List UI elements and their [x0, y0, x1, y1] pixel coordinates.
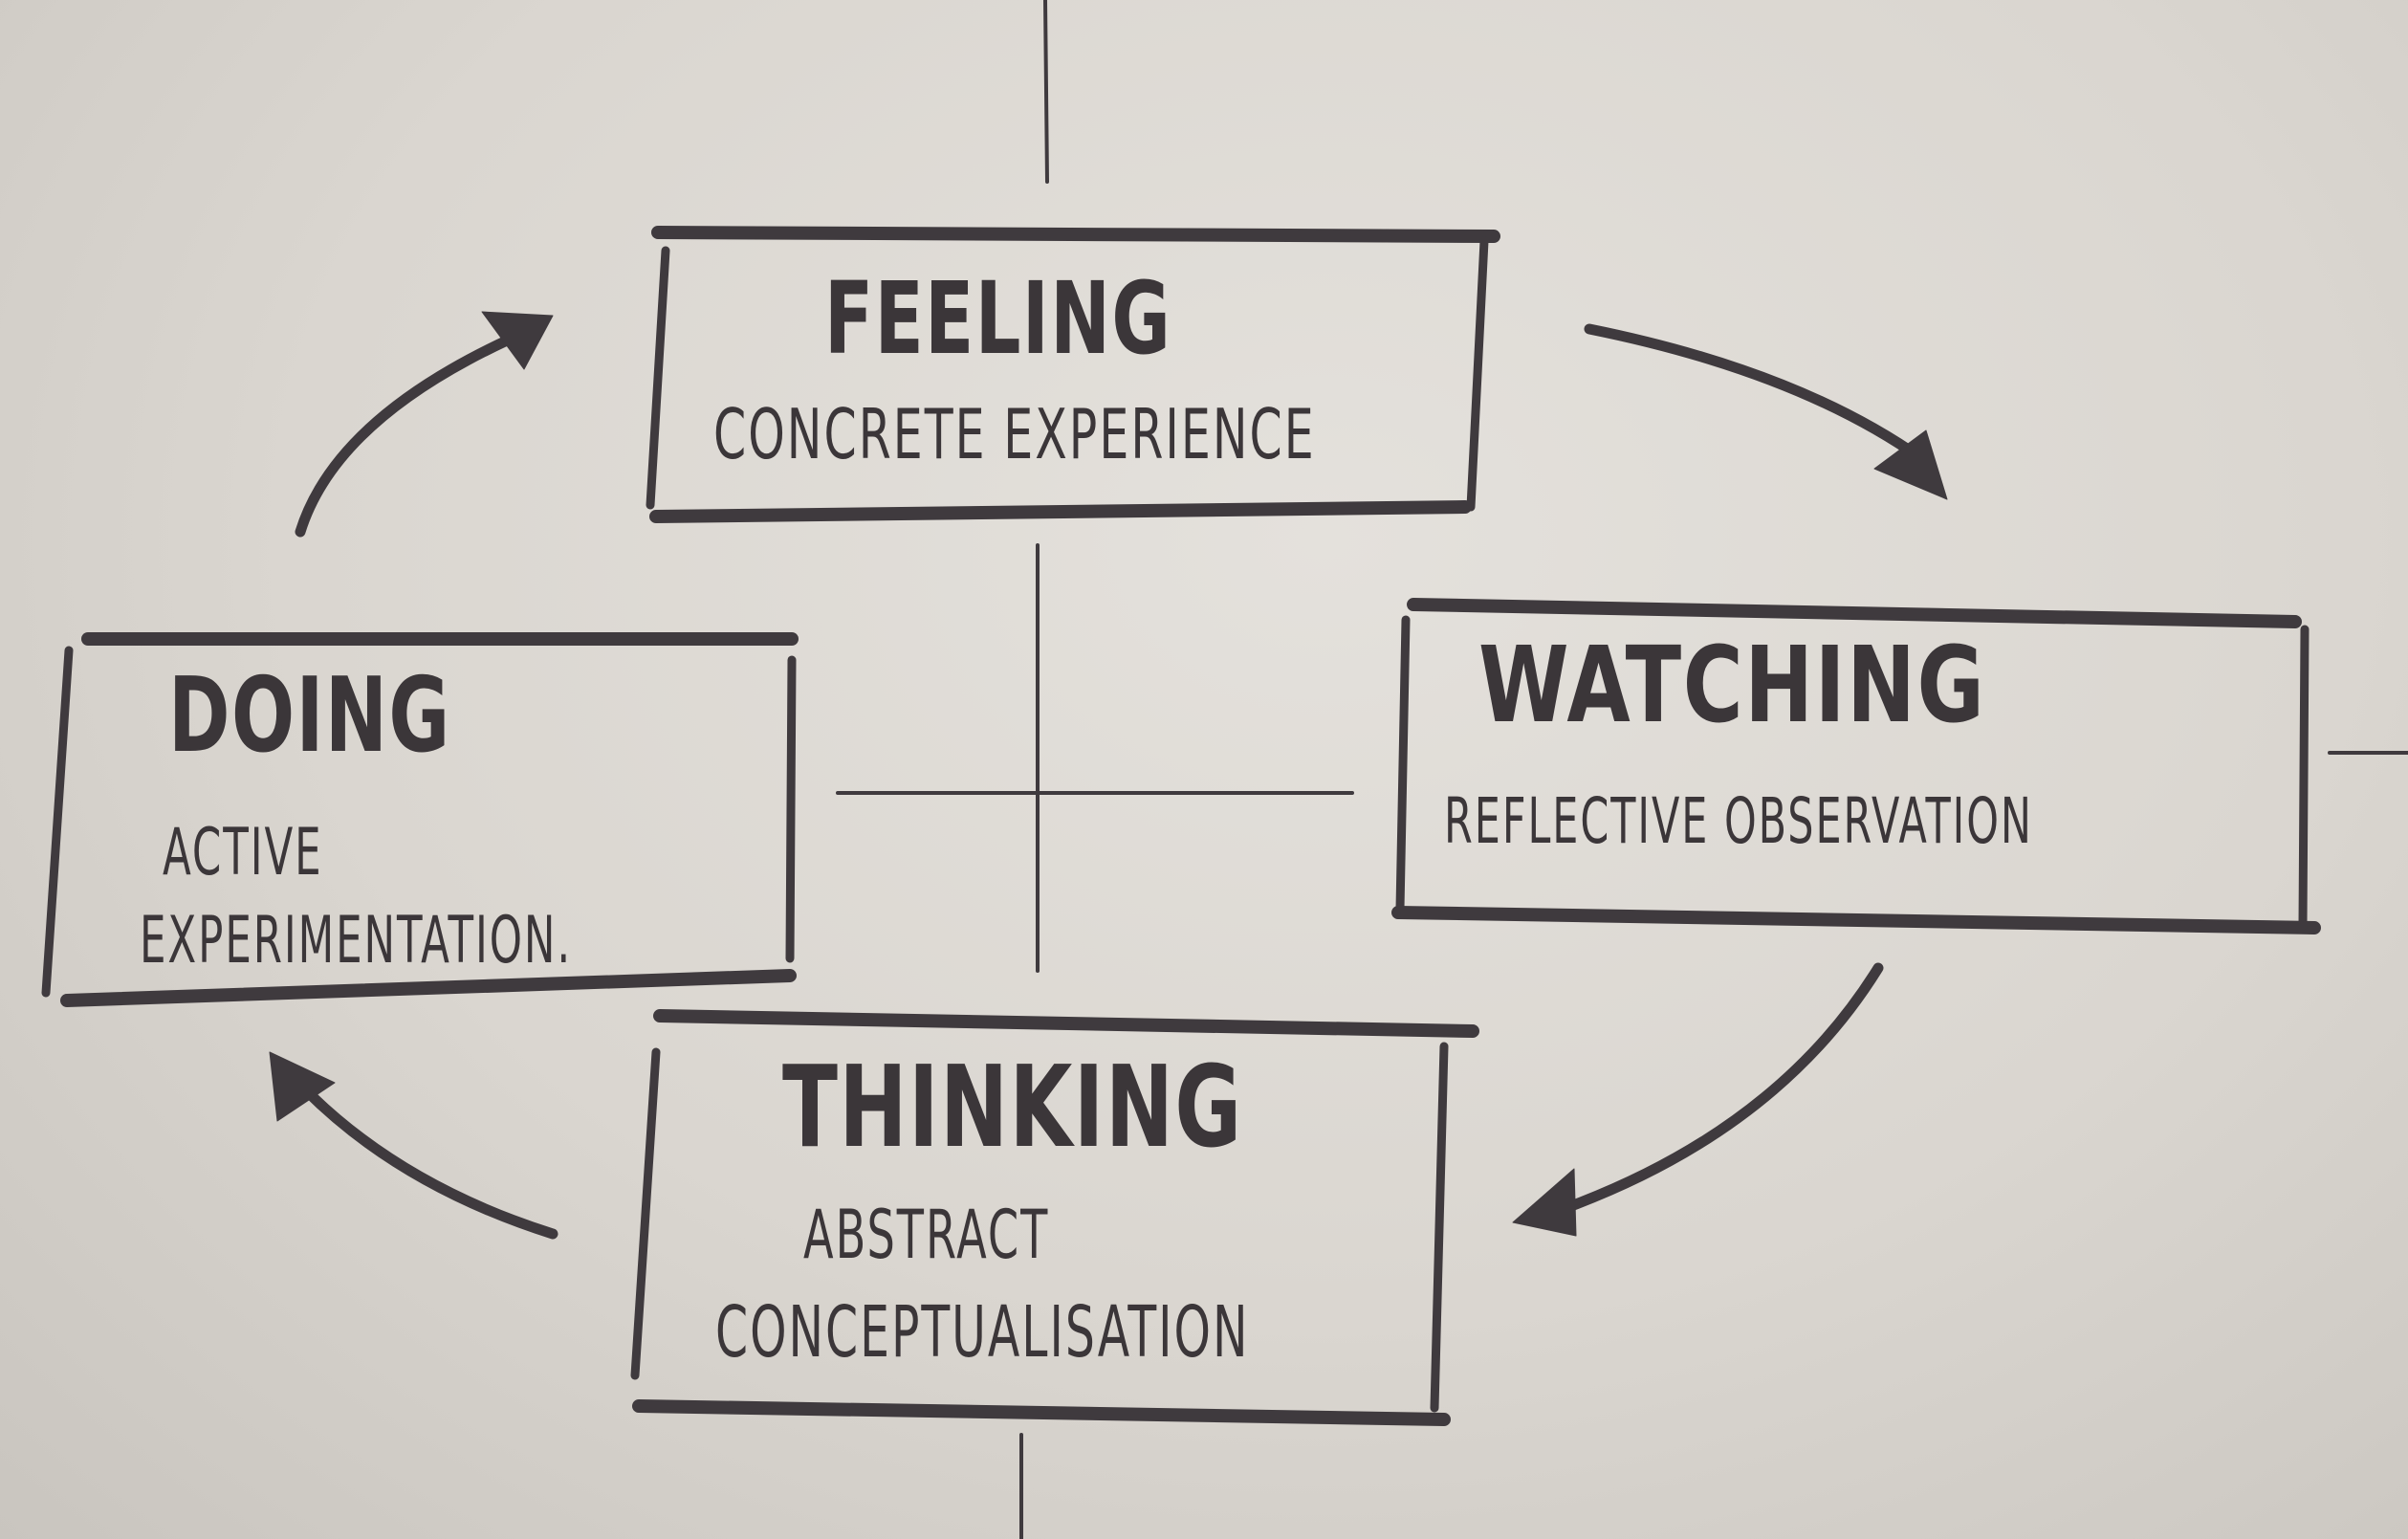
feeling-title: FEELING — [824, 260, 1172, 377]
watching-title: WATCHING — [1478, 624, 1986, 746]
arrow-watching-to-thinking — [1512, 962, 1884, 1237]
axis-top-segment — [1043, 0, 1049, 184]
doing-subtitle-line1: ACTIVE — [163, 815, 323, 890]
doing-box — [41, 632, 799, 1007]
axis-lines — [836, 0, 2408, 1539]
arrow-feeling-to-watching — [1584, 323, 1948, 500]
arrow-thinking-to-doing — [269, 1051, 558, 1240]
thinking-subtitle-line2: CONCEPTUALISATION — [715, 1291, 1250, 1374]
thinking-box — [630, 1009, 1479, 1426]
watching-subtitle: REFLECTIVE OBSERVATION — [1444, 784, 2033, 858]
feeling-box — [646, 226, 1500, 523]
doing-title: DOING — [168, 656, 451, 776]
watching-box — [1391, 598, 2321, 934]
arrow-doing-to-feeling — [295, 311, 554, 538]
feeling-subtitle: CONCRETE EXPERIENCE — [713, 394, 1316, 474]
thinking-subtitle-line1: ABSTRACT — [803, 1196, 1050, 1274]
thinking-title: THINKING — [782, 1041, 1243, 1173]
doing-subtitle-line2: EXPERIMENTATION. — [140, 903, 573, 978]
